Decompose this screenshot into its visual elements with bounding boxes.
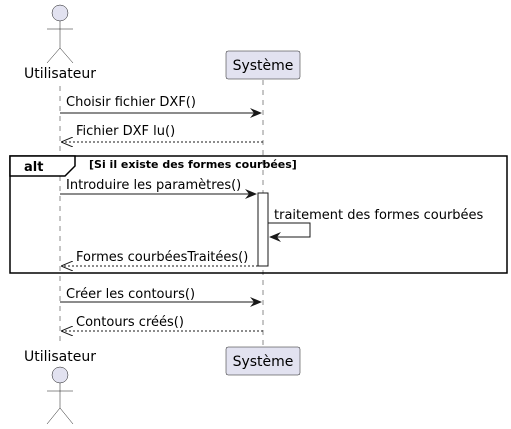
message-label: Choisir fichier DXF() bbox=[66, 95, 196, 110]
actor-top-figure bbox=[46, 4, 74, 64]
message-label: Formes courbéesTraitées() bbox=[76, 250, 248, 265]
message-label: Contours créés() bbox=[76, 315, 184, 330]
message-label: Créer les contours() bbox=[66, 287, 195, 302]
alt-fragment-tab bbox=[9, 155, 76, 177]
system-top-label: Système bbox=[233, 58, 294, 74]
system-top-box bbox=[225, 50, 301, 80]
system-activation-bar bbox=[257, 192, 269, 267]
self-message-arrow bbox=[268, 222, 311, 242]
actor-bottom-label: Utilisateur bbox=[24, 349, 96, 365]
system-bottom-box bbox=[225, 346, 301, 376]
system-bottom-label: Système bbox=[233, 354, 294, 370]
alt-guard-condition: [Si il existe des formes courbées] bbox=[89, 158, 297, 171]
actor-bottom-figure bbox=[46, 366, 74, 425]
actor-top-label: Utilisateur bbox=[24, 66, 96, 82]
message-label: Fichier DXF lu() bbox=[76, 124, 175, 139]
message-label: Introduire les paramètres() bbox=[66, 178, 241, 193]
alt-fragment-frame bbox=[9, 155, 508, 274]
message-label: traitement des formes courbées bbox=[274, 208, 484, 223]
alt-keyword: alt bbox=[24, 160, 43, 175]
